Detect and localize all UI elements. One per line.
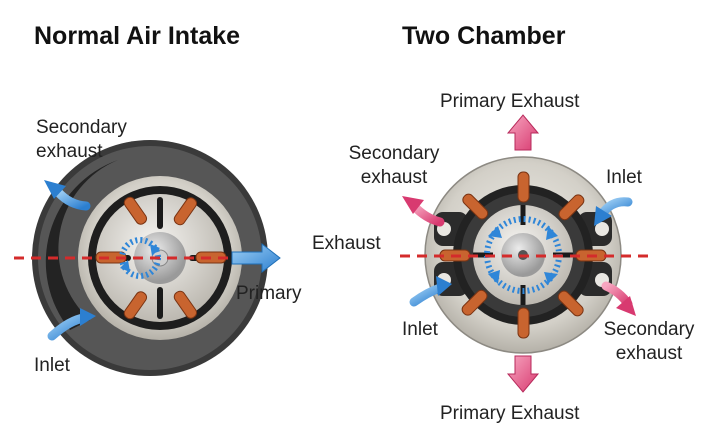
- normal-pump: [14, 140, 286, 376]
- label-primary: Primary: [236, 283, 302, 304]
- vane: [173, 197, 198, 226]
- vane: [558, 194, 585, 221]
- label-secondary-exhaust-left: Secondary exhaust: [338, 142, 450, 190]
- primary-arrow: [231, 242, 281, 274]
- label-secondary-exhaust-right: Secondary exhaust: [594, 318, 704, 366]
- label-exhaust: Exhaust: [312, 233, 381, 254]
- label-secondary-exhaust: Secondary exhaust: [36, 116, 127, 164]
- label-primary-exhaust-top: Primary Exhaust: [440, 91, 580, 112]
- primary-exhaust-up-arrow: [506, 114, 540, 151]
- right-panel-title: Two Chamber: [402, 22, 566, 50]
- label-secondary-exhaust-line2: exhaust: [36, 141, 103, 162]
- label-secondary-exhaust-line1: Secondary: [36, 117, 127, 138]
- vane: [123, 196, 148, 225]
- vane: [123, 291, 148, 320]
- two-chamber-pump: [400, 114, 650, 393]
- label-inlet-right: Inlet: [606, 167, 642, 188]
- label-secondary-exhaust-right-line2: exhaust: [615, 343, 683, 364]
- label-secondary-exhaust-right-line1: Secondary: [603, 319, 695, 340]
- vane: [461, 289, 488, 316]
- primary-exhaust-down-arrow: [506, 355, 540, 393]
- vane: [517, 307, 530, 339]
- inlet-arrow-right: [597, 197, 633, 219]
- vane: [173, 290, 198, 319]
- label-secondary-exhaust-left-line2: exhaust: [360, 167, 428, 188]
- label-inlet-left: Inlet: [402, 319, 438, 340]
- secondary-exhaust-arrow: [53, 187, 91, 211]
- label-primary-exhaust-bottom: Primary Exhaust: [440, 403, 580, 424]
- left-panel-title: Normal Air Intake: [34, 22, 241, 50]
- label-inlet: Inlet: [34, 355, 70, 376]
- vane: [517, 171, 530, 203]
- vane: [462, 193, 489, 220]
- label-secondary-exhaust-left-line1: Secondary: [348, 143, 440, 164]
- vane: [557, 290, 584, 317]
